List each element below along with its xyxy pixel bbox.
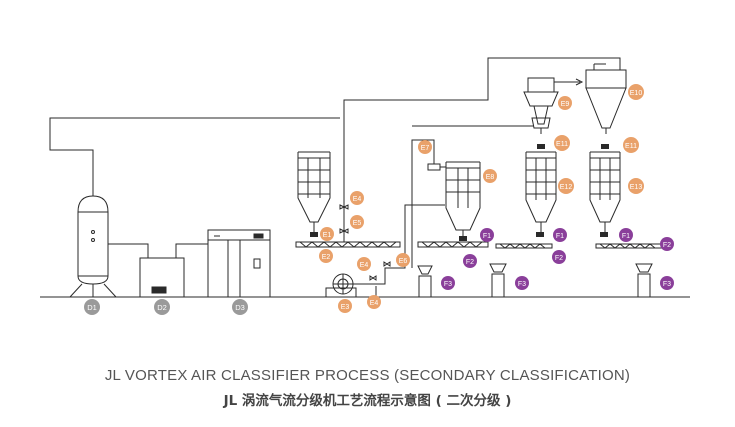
- feed-silo: [297, 151, 331, 232]
- label-f2-right: F2: [663, 242, 671, 249]
- product-silo-e12: [525, 151, 557, 232]
- label-f2-first: F2: [466, 259, 474, 266]
- label-e7: E7: [421, 145, 430, 152]
- label-e4-top: E4: [353, 196, 362, 203]
- rotary-valve-e1: [310, 232, 318, 237]
- label-e5: E5: [353, 220, 362, 227]
- label-f3-right: F3: [663, 281, 671, 288]
- rotary-valve-e11a: [537, 144, 545, 149]
- label-e12: E12: [560, 184, 573, 191]
- screw-conveyor-e12: [495, 243, 553, 249]
- bagging-station-3: [635, 263, 653, 298]
- air-compressor: [207, 229, 271, 298]
- bagging-station-1: [417, 265, 433, 298]
- air-receiver-tank: [69, 195, 117, 298]
- cyclone-separator-e9: [523, 77, 584, 134]
- equipment-labels: D1 D2 D3 E1 E2 E3 E4 E5 E4 E6 E4 E7 E8 E…: [84, 84, 674, 315]
- label-d1: D1: [87, 303, 97, 312]
- label-e1: E1: [323, 232, 332, 239]
- screw-conveyor-left: [295, 241, 401, 248]
- air-dryer: [139, 252, 185, 298]
- label-e8: E8: [486, 174, 495, 181]
- label-e3: E3: [341, 304, 350, 311]
- label-f2-middle: F2: [555, 255, 563, 262]
- label-f1-middle: F1: [556, 233, 564, 240]
- label-f1-right: F1: [622, 233, 630, 240]
- rotary-valve-e11b: [601, 144, 609, 149]
- rotary-valve-e8: [459, 236, 467, 241]
- label-e6: E6: [399, 258, 408, 265]
- first-classifier: [427, 161, 481, 240]
- label-e13: E13: [630, 184, 643, 191]
- valve-e4-top: [339, 204, 349, 210]
- label-e10: E10: [630, 90, 643, 97]
- label-e4-bottom: E4: [370, 300, 379, 307]
- label-f1-first: F1: [483, 233, 491, 240]
- label-d3: D3: [235, 303, 245, 312]
- label-e4-mid: E4: [360, 262, 369, 269]
- label-e2: E2: [322, 254, 331, 261]
- rotary-valve-f1b: [600, 232, 608, 237]
- classifier-feed-line: [411, 139, 435, 268]
- bagging-station-2: [489, 263, 507, 298]
- cyclone-separator-e10: [585, 63, 627, 134]
- rotary-valve-f1a: [536, 232, 544, 237]
- label-f3-first: F3: [444, 281, 452, 288]
- valve-e4-bottom: [369, 275, 377, 281]
- label-e11-middle: E11: [556, 141, 568, 148]
- process-flow-diagram: D1 D2 D3 E1 E2 E3 E4 E5 E4 E6 E4 E7 E8 E…: [40, 57, 690, 315]
- label-d2: D2: [157, 303, 167, 312]
- screw-conveyor-middle: [417, 241, 489, 248]
- screw-conveyor-e13: [595, 243, 663, 249]
- product-silo-e13: [589, 151, 621, 232]
- air-line-d2-d3: [175, 243, 208, 252]
- air-line-d1-d2: [108, 243, 149, 252]
- label-e9: E9: [561, 101, 570, 108]
- label-f3-middle: F3: [518, 281, 526, 288]
- main-air-line: [49, 117, 340, 196]
- valve-e5: [339, 228, 349, 234]
- caption-english: JL VORTEX AIR CLASSIFIER PROCESS (SECOND…: [104, 367, 631, 384]
- feed-pipe: [343, 57, 621, 118]
- caption-chinese: JL 涡流气流分级机工艺流程示意图 ( 二次分级 ): [223, 393, 512, 409]
- blower: [325, 273, 357, 298]
- valve-e6: [383, 261, 391, 267]
- label-e11-right: E11: [625, 143, 637, 150]
